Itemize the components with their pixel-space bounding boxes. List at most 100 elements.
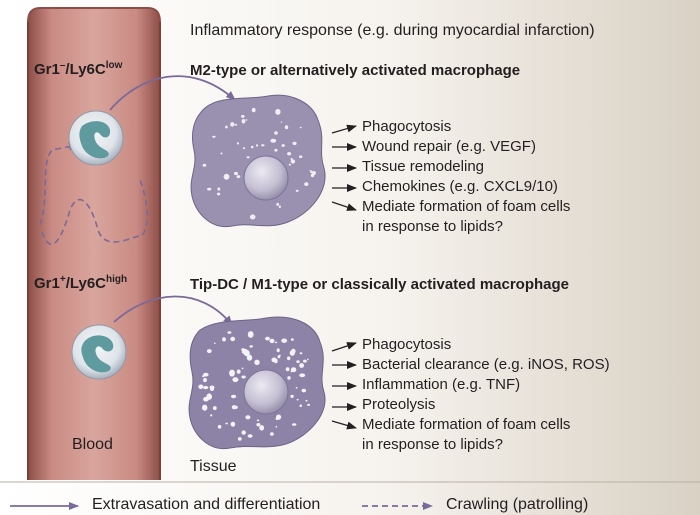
vesicle-spot [312, 171, 316, 175]
vesicle-spot [307, 358, 309, 361]
vesicle-spot [236, 175, 241, 179]
vesicle-spot [292, 423, 297, 426]
legend-crawling-label: Crawling (patrolling) [446, 496, 589, 513]
vesicle-spot [217, 187, 221, 191]
vesicle-spot [280, 121, 283, 123]
extravasation-arrow-upper [109, 75, 236, 111]
vesicle-spot [270, 138, 277, 143]
monocyte-label-upper: Gr1–/Ly6Clow [34, 60, 123, 78]
vesicle-spot [231, 405, 237, 410]
vesicle-spot [223, 173, 230, 180]
function-item: Inflammation (e.g. TNF) [362, 376, 521, 393]
vesicle-spot [274, 341, 278, 344]
vesicle-spot [296, 360, 300, 363]
vesicle-spot [273, 358, 278, 364]
vesicle-spot [307, 403, 311, 406]
function-item: Proteolysis [362, 396, 436, 413]
monocyte-label-lower: Gr1+/Ly6Chigh [34, 274, 128, 292]
vesicle-spot [241, 348, 245, 352]
vesicle-spot [299, 363, 304, 368]
vesicle-spot [247, 331, 254, 338]
vesicle-spot [198, 384, 204, 390]
vesicle-spot [241, 367, 244, 370]
vesicle-spot [214, 342, 216, 345]
function-item: Phagocytosis [362, 118, 452, 135]
vesicle-spot [237, 437, 242, 441]
vesicle-spot [259, 425, 265, 431]
vesicle-spot [230, 336, 236, 342]
vesicle-spot [245, 119, 248, 121]
function-arrows-lower [331, 342, 357, 430]
vesicle-spot [250, 145, 254, 149]
vesicle-spot [212, 406, 217, 411]
vesicle-spot [202, 163, 207, 167]
vesicle-spot [249, 214, 256, 220]
vesicle-spot [303, 359, 307, 363]
vesicle-spot [246, 354, 253, 361]
vesicle-spot [230, 421, 236, 427]
vesicle-spot [225, 422, 229, 425]
vesicle-spot [212, 135, 216, 138]
function-item: Mediate formation of foam cells [362, 198, 571, 215]
vesicle-spot [225, 125, 228, 129]
vesicle-spot [290, 394, 294, 398]
vesicle-spot [290, 157, 293, 161]
function-item: Chemokines (e.g. CXCL9/10) [362, 178, 558, 195]
vesicle-spot [256, 419, 260, 422]
function-item: Mediate formation of foam cells [362, 416, 571, 433]
vesicle-spot [256, 423, 261, 427]
vesicle-spot [246, 156, 250, 159]
vesicle-spot [206, 349, 212, 354]
vesicle-spot [251, 107, 256, 113]
vesicle-spot [281, 144, 285, 147]
vesicle-spot [287, 376, 291, 380]
vesicle-spot [241, 114, 245, 118]
blood-label: Blood [72, 436, 113, 453]
vesicle-spot [285, 367, 290, 372]
vesicle-spot [290, 159, 296, 164]
vesicle-spot [275, 425, 278, 428]
blood-vessel [27, 7, 161, 480]
macrophage-title-upper: M2-type or alternatively activated macro… [190, 62, 521, 79]
vesicle-spot [203, 378, 207, 383]
macrophage-upper [190, 94, 326, 228]
vesicle-spot [217, 424, 222, 429]
vesicle-spot [310, 170, 313, 173]
vesicle-spot [269, 338, 275, 344]
vesicle-spot [231, 394, 237, 399]
function-item: Phagocytosis [362, 336, 452, 353]
vesicle-spot [227, 331, 232, 334]
vesicle-spot [245, 415, 251, 420]
vesicle-spot [210, 414, 213, 417]
vesicle-spot [216, 192, 221, 196]
function-item: in response to lipids? [362, 436, 503, 453]
vesicle-spot [270, 432, 274, 436]
vesicle-spot [261, 144, 265, 147]
vesicle-spot [275, 417, 279, 420]
vesicle-spot [234, 123, 238, 126]
vesicle-spot [234, 171, 238, 176]
vesicle-spot [274, 131, 278, 135]
vesicle-spot [299, 155, 303, 158]
vesicle-spot [202, 404, 208, 411]
vesicle-spot [241, 375, 246, 379]
crawling-path-upper [39, 142, 79, 226]
macrophage-title-lower: Tip-DC / M1-type or classically activate… [190, 276, 570, 293]
vesicle-spot [281, 338, 288, 343]
vesicle-spot [249, 345, 253, 348]
vesicle-spot [236, 369, 241, 374]
extravasation-arrow-lower [113, 295, 233, 326]
vesicle-spot [288, 163, 292, 166]
vesicle-spot [296, 398, 299, 401]
vesicle-spot [241, 119, 246, 124]
vesicle-spot [276, 202, 280, 206]
vesicle-spot [230, 122, 235, 127]
function-arrows-upper [331, 124, 357, 211]
vesicle-spot [265, 336, 270, 341]
context-title: Inflammatory response (e.g. during myoca… [190, 22, 595, 39]
vesicle-spot [206, 393, 212, 400]
vesicle-spot [305, 399, 308, 402]
vesicle-spot [254, 359, 260, 365]
vesicle-spot [255, 144, 259, 147]
